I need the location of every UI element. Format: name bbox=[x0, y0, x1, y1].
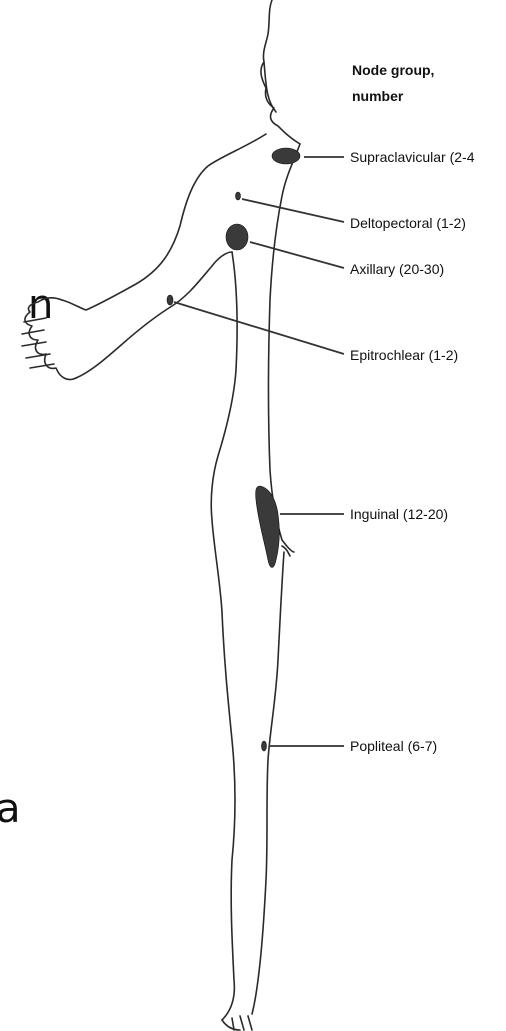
label-axillary: Axillary (20-30) bbox=[350, 261, 444, 277]
legend-header-line2: number bbox=[352, 88, 404, 104]
leader-deltopectoral bbox=[242, 199, 344, 222]
head-profile bbox=[261, 0, 300, 144]
label-popliteal: Popliteal (6-7) bbox=[350, 738, 437, 754]
supraclavicular-node bbox=[272, 148, 300, 164]
leg-right-edge bbox=[252, 552, 284, 1014]
label-inguinal: Inguinal (12-20) bbox=[350, 506, 448, 522]
lymph-nodes bbox=[167, 148, 300, 751]
torso-armpit-line bbox=[211, 252, 237, 612]
legend-header-line1: Node group, bbox=[352, 62, 434, 78]
foot-outline bbox=[222, 1016, 252, 1030]
leg-left-edge bbox=[222, 612, 235, 1020]
deltopectoral-node bbox=[236, 192, 241, 200]
leader-lines bbox=[174, 157, 344, 746]
label-supraclavicular: Supraclavicular (2-4 bbox=[350, 149, 475, 165]
leader-epitrochlear bbox=[174, 302, 344, 354]
popliteal-node bbox=[262, 741, 267, 751]
epitrochlear-node bbox=[167, 295, 173, 305]
axillary-node bbox=[226, 224, 248, 250]
label-epitrochlear: Epitrochlear (1-2) bbox=[350, 347, 458, 363]
leader-axillary bbox=[250, 242, 344, 268]
cropped-text-fragment-bottom: a bbox=[0, 786, 21, 832]
label-deltopectoral: Deltopectoral (1-2) bbox=[350, 215, 466, 231]
inguinal-node bbox=[256, 486, 280, 568]
